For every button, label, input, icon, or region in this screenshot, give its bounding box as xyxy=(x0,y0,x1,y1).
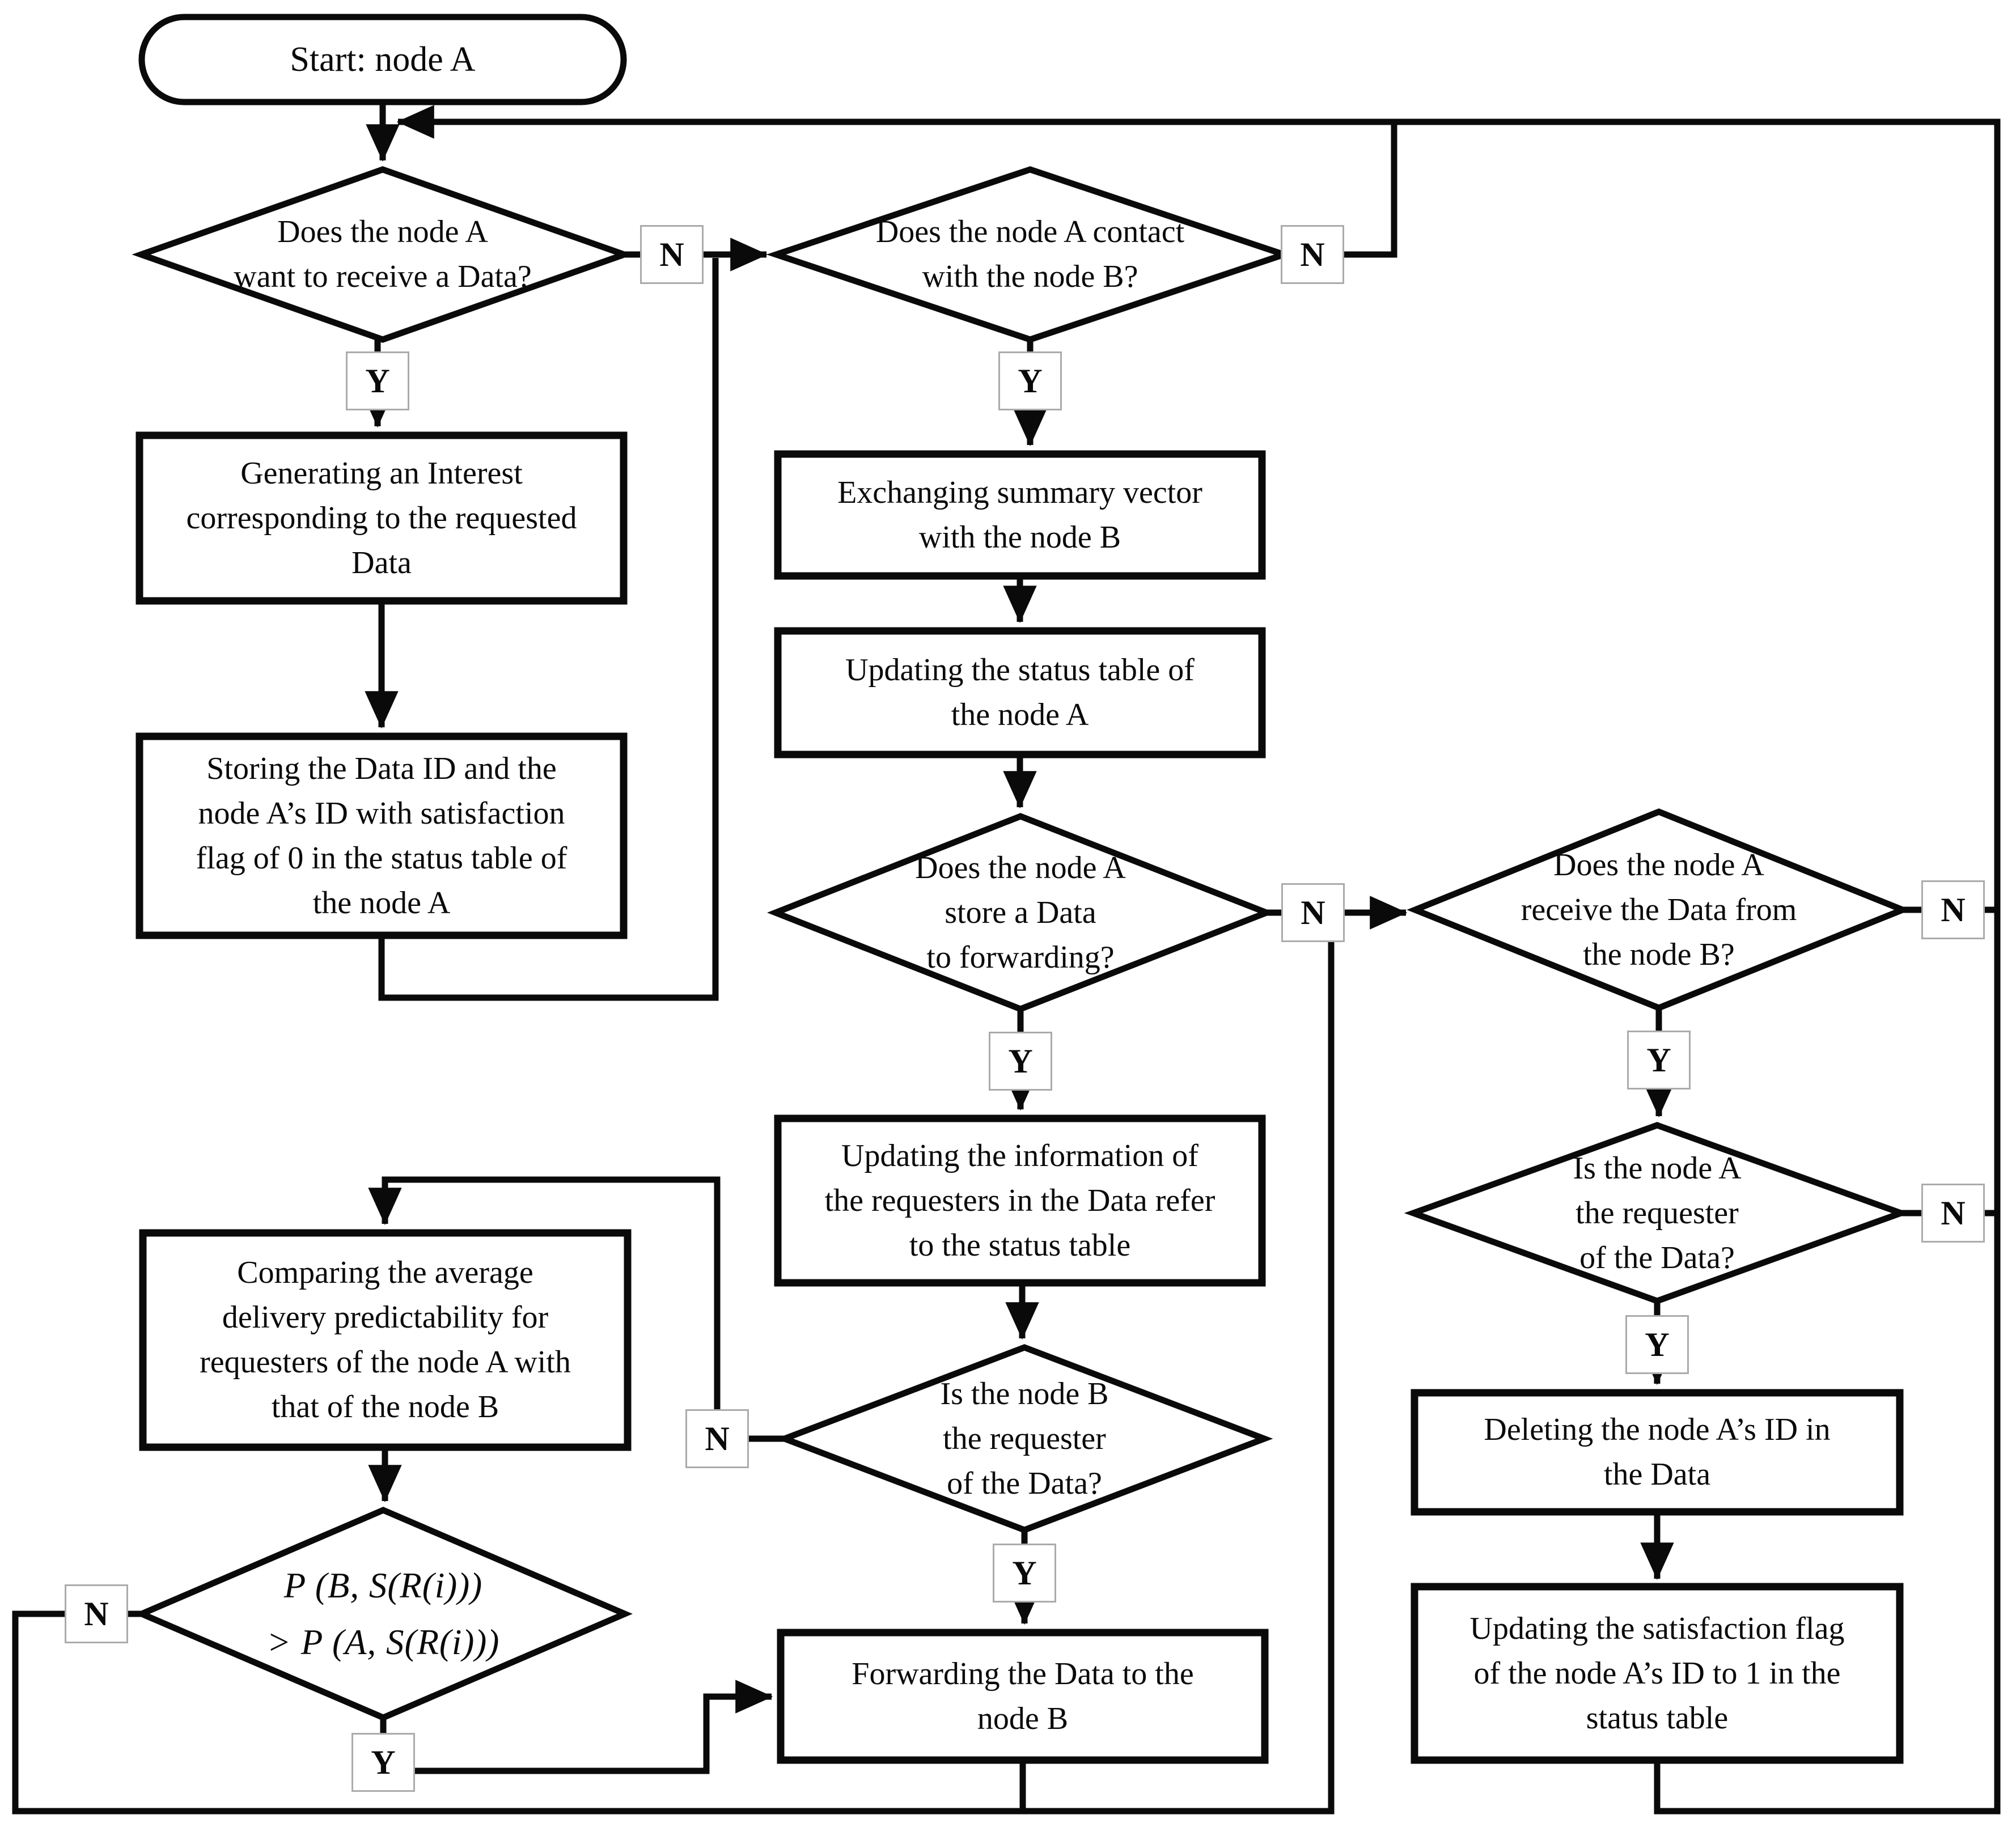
terminator-start: Start: node A xyxy=(290,40,476,79)
label-yes-want-receive: Y xyxy=(346,351,409,410)
process-forward-data-shape xyxy=(777,1629,1269,1764)
label-no-contact-b: N xyxy=(1281,225,1344,284)
process-compare-pred-shape xyxy=(139,1229,632,1451)
diamond-contact-b-shape xyxy=(766,166,1294,343)
diamond-store-forward-shape xyxy=(766,813,1276,1012)
diamond-a-requester: Is the node A the requester of the Data? xyxy=(1573,1150,1742,1275)
diamond-contact-b: Does the node A contact with the node B? xyxy=(875,214,1185,294)
process-exchange-sv: Exchanging summary vector with the node … xyxy=(837,474,1202,555)
process-update-requesters: Updating the information of the requeste… xyxy=(824,1138,1215,1263)
process-generate-interest: Generating an Interest corresponding to … xyxy=(186,455,577,580)
terminator-start-shape xyxy=(138,14,627,105)
edge-formula-no-bottom-loop xyxy=(12,915,1335,1815)
diamond-b-requester: Is the node B the requester of the Data? xyxy=(940,1376,1109,1501)
diamond-want-receive-shape xyxy=(132,166,634,343)
process-delete-id-shape xyxy=(1411,1389,1904,1516)
label-yes-b-requester: Y xyxy=(993,1544,1056,1603)
diamond-want-receive: Does the node A want to receive a Data? xyxy=(234,214,532,294)
label-no-want-receive: N xyxy=(640,225,704,284)
diamond-store-forward: Does the node A store a Data to forwardi… xyxy=(915,850,1126,975)
label-no-a-requester: N xyxy=(1921,1184,1985,1243)
label-no-formula: N xyxy=(65,1584,128,1643)
process-store-id-shape xyxy=(135,732,628,939)
label-yes-formula: Y xyxy=(351,1733,415,1792)
process-update-requesters-shape xyxy=(774,1114,1266,1287)
edge-store-id-join xyxy=(378,258,719,1001)
process-update-flag: Updating the satisfaction flag of the no… xyxy=(1469,1610,1845,1736)
diamond-a-requester-shape xyxy=(1404,1122,1911,1304)
label-yes-store-forward: Y xyxy=(989,1032,1052,1091)
process-exchange-sv-shape xyxy=(774,450,1266,580)
label-no-store-forward: N xyxy=(1281,883,1345,942)
process-store-id: Storing the Data ID and the node A’s ID … xyxy=(196,751,567,921)
label-yes-contact-b: Y xyxy=(998,351,1062,410)
diamond-formula: P (B, S(R(i))) > P (A, S(R(i))) xyxy=(266,1566,500,1662)
label-yes-receive-from-b: Y xyxy=(1627,1031,1691,1090)
diamond-receive-from-b-shape xyxy=(1407,808,1911,1011)
diamond-b-requester-shape xyxy=(776,1344,1273,1533)
process-compare-pred: Comparing the average delivery predictab… xyxy=(200,1255,571,1425)
process-update-status-shape xyxy=(774,627,1266,758)
label-no-receive-from-b: N xyxy=(1921,880,1985,939)
process-forward-data: Forwarding the Data to the node B xyxy=(852,1656,1194,1736)
diamond-receive-from-b: Does the node A receive the Data from th… xyxy=(1521,847,1797,972)
process-delete-id: Deleting the node A’s ID in the Data xyxy=(1484,1412,1831,1492)
diamond-formula-shape xyxy=(134,1507,633,1721)
process-update-flag-shape xyxy=(1411,1583,1904,1764)
label-yes-a-requester: Y xyxy=(1625,1315,1689,1374)
label-no-b-requester: N xyxy=(685,1409,749,1468)
process-generate-interest-shape xyxy=(135,431,628,605)
edge-bottom-right-return-to-start xyxy=(396,105,2001,1815)
process-update-status: Updating the status table of the node A xyxy=(845,652,1195,732)
